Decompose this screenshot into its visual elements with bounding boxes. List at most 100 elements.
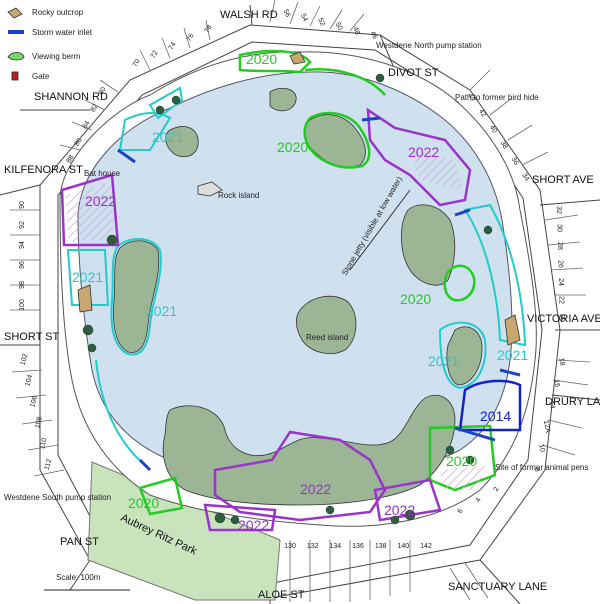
storm-water-inlets bbox=[117, 116, 521, 472]
tree-clusters bbox=[82, 73, 493, 525]
east-lower-patch bbox=[446, 326, 483, 386]
year-island2021: 2021 bbox=[146, 303, 177, 319]
legend-label-inlet: Storm water inlet bbox=[32, 28, 93, 37]
house-number: 140 bbox=[397, 543, 409, 550]
shore-vegetation bbox=[113, 87, 483, 506]
zone-2021-island bbox=[110, 238, 162, 356]
storm-water-inlet-icon bbox=[8, 30, 24, 34]
zone-2020-sw bbox=[138, 476, 184, 516]
legend-label-gate: Gate bbox=[32, 72, 50, 81]
house-number: 12A bbox=[542, 420, 551, 434]
inlet-se bbox=[454, 426, 496, 442]
year-s2022c: 2022 bbox=[384, 502, 415, 518]
house-number: 48 bbox=[351, 26, 361, 36]
note-rock-island: Rock island bbox=[218, 191, 259, 200]
north-rock-patch bbox=[269, 87, 297, 112]
zone-2014-east bbox=[458, 379, 522, 432]
house-number: 16 bbox=[552, 379, 560, 388]
house-number: 88 bbox=[66, 154, 76, 164]
house-number: 14 bbox=[547, 400, 555, 409]
rock-outcrop-w bbox=[77, 284, 93, 313]
house-number: 82 bbox=[90, 103, 100, 113]
zone-2021-east-shore bbox=[463, 203, 527, 347]
zone-2020-north-edge bbox=[304, 68, 386, 96]
house-number: 142 bbox=[420, 543, 432, 550]
house-number: 40 bbox=[488, 124, 498, 134]
dam-water bbox=[77, 71, 513, 479]
zone-2022-ne bbox=[366, 107, 472, 207]
house-number: 2 bbox=[493, 486, 501, 493]
house-number: 102 bbox=[20, 353, 30, 366]
year-nw2021: 2021 bbox=[152, 129, 183, 145]
house-number: 6 bbox=[457, 508, 465, 515]
legend-item-gate: Gate bbox=[11, 71, 50, 81]
house-number: 50 bbox=[334, 22, 344, 32]
viewing-berm-icon bbox=[7, 52, 25, 61]
nw-patch bbox=[165, 126, 199, 158]
year-e2021b: 2021 bbox=[497, 347, 528, 363]
walsh-road bbox=[249, 4, 253, 26]
house-number: 74 bbox=[168, 41, 178, 51]
hatch-ne bbox=[410, 150, 462, 190]
house-number: 94 bbox=[19, 241, 26, 249]
year-ne2022: 2022 bbox=[408, 144, 439, 160]
street-divot: DIVOT ST bbox=[388, 67, 439, 79]
year-n2020: 2020 bbox=[246, 51, 277, 67]
pan-street bbox=[69, 559, 91, 591]
house-number: 8 bbox=[533, 467, 541, 472]
hatch-se bbox=[440, 465, 485, 490]
note-westdene-south: Westdene South pump station bbox=[4, 493, 111, 502]
divot-street bbox=[379, 34, 396, 71]
inlet-nw bbox=[117, 148, 136, 164]
house-number: 130 bbox=[284, 543, 296, 550]
street-shannon-text: SHANNON RD bbox=[34, 91, 108, 103]
house-number: 76 bbox=[186, 33, 196, 43]
house-number: 4 bbox=[475, 497, 483, 504]
house-number: 44 bbox=[466, 92, 476, 102]
house-number: 42 bbox=[477, 108, 487, 118]
rock-outcrop-icon bbox=[7, 7, 23, 19]
street-short-ave: SHORT AVE bbox=[532, 174, 594, 186]
house-number: 54 bbox=[299, 13, 309, 23]
kilfenora-street bbox=[0, 184, 41, 196]
house-number: 100 bbox=[19, 299, 26, 311]
inlet-e bbox=[454, 208, 471, 217]
house-number: 10 bbox=[537, 444, 545, 453]
house-number: 36 bbox=[510, 156, 520, 166]
house-number: 22 bbox=[558, 296, 565, 304]
zone-2021-west-shore bbox=[95, 359, 146, 466]
inlet-sw bbox=[138, 458, 152, 472]
house-number: 134 bbox=[329, 543, 341, 550]
house-number: 98 bbox=[19, 281, 26, 289]
rock-outcrop-e bbox=[504, 314, 521, 346]
zones-2022 bbox=[60, 107, 472, 532]
house-number: 138 bbox=[375, 543, 387, 550]
legend-label-rock: Rocky outcrop bbox=[32, 8, 84, 17]
gate-icon bbox=[11, 71, 19, 81]
aubrey-ritz-park bbox=[87, 461, 281, 601]
street-shannon: SHANNON RD bbox=[34, 91, 108, 103]
year-labels: 2020 2021 2020 2022 2022 2021 2021 2020 … bbox=[72, 51, 528, 533]
house-number: 32 bbox=[555, 206, 562, 214]
note-bird-hide: Path to former bird hide bbox=[455, 93, 539, 102]
year-w2021: 2021 bbox=[72, 269, 103, 285]
year-e2021: 2021 bbox=[428, 353, 459, 369]
inlet-e2 bbox=[499, 368, 521, 377]
house-number: 84 bbox=[82, 120, 92, 130]
street-sanctuary: SANCTUARY LANE bbox=[448, 581, 547, 593]
house-number: 90 bbox=[19, 201, 26, 209]
year-s2022b: 2022 bbox=[238, 517, 269, 533]
note-bat-house: Bat house bbox=[84, 169, 121, 178]
rock-island bbox=[197, 181, 223, 197]
inlet-ne bbox=[361, 116, 381, 122]
street-drury: DRURY LANE bbox=[545, 396, 600, 408]
zones-2021 bbox=[66, 86, 527, 466]
drury-lane bbox=[551, 394, 600, 401]
year-e2014: 2014 bbox=[480, 408, 511, 424]
house-number: 112 bbox=[44, 458, 54, 471]
short-avenue bbox=[539, 199, 600, 206]
rocky-outcrops bbox=[77, 51, 521, 346]
legend-item-inlet: Storm water inlet bbox=[8, 28, 93, 37]
